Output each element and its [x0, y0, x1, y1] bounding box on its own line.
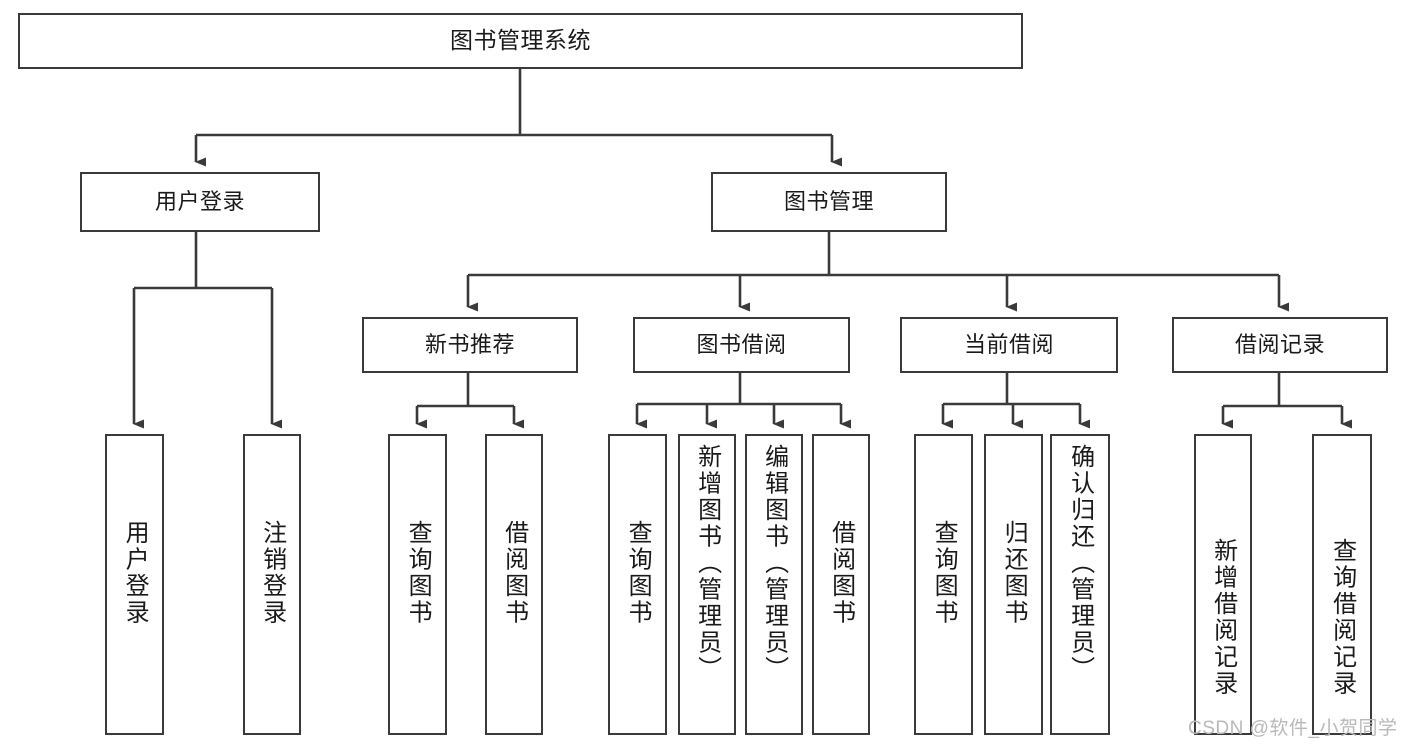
- node-leaf-confirm-return[interactable]: 确认归还（管理员）: [1050, 434, 1110, 735]
- node-current-borrow-label: 当前借阅: [963, 332, 1054, 358]
- node-leaf-user-login-label: 用户登录: [121, 520, 149, 626]
- node-new-book-rec[interactable]: 新书推荐: [362, 317, 578, 373]
- node-leaf-confirm-return-label: 确认归还（管理员）: [1066, 444, 1094, 683]
- node-book-manage-label: 图书管理: [783, 189, 874, 215]
- node-book-manage[interactable]: 图书管理: [711, 172, 947, 232]
- node-leaf-logout-label: 注销登录: [258, 520, 286, 626]
- node-leaf-borrow-book-2[interactable]: 借阅图书: [812, 434, 870, 735]
- node-leaf-query-record[interactable]: 查询借阅记录: [1312, 434, 1372, 735]
- node-leaf-borrow-book-2-label: 借阅图书: [827, 520, 855, 626]
- node-leaf-query-book-3[interactable]: 查询图书: [914, 434, 973, 735]
- node-leaf-query-record-label: 查询借阅记录: [1328, 538, 1356, 697]
- node-book-borrow[interactable]: 图书借阅: [633, 317, 850, 373]
- node-user-login-label: 用户登录: [154, 189, 245, 215]
- node-leaf-add-book-admin[interactable]: 新增图书（管理员）: [678, 434, 736, 735]
- node-leaf-borrow-book-1-label: 借阅图书: [500, 520, 528, 626]
- node-leaf-query-book-2-label: 查询图书: [624, 520, 652, 626]
- node-leaf-add-record-label: 新增借阅记录: [1209, 538, 1237, 697]
- node-leaf-query-book-1-label: 查询图书: [404, 520, 432, 626]
- node-leaf-add-record[interactable]: 新增借阅记录: [1194, 434, 1252, 735]
- node-leaf-query-book-3-label: 查询图书: [930, 520, 958, 626]
- node-leaf-edit-book-admin[interactable]: 编辑图书（管理员）: [745, 434, 803, 735]
- node-leaf-edit-book-admin-label: 编辑图书（管理员）: [760, 444, 788, 683]
- node-leaf-return-book-label: 归还图书: [1000, 520, 1028, 626]
- csdn-watermark: CSDN @软件_小贺同学: [1188, 718, 1398, 739]
- node-leaf-add-book-admin-label: 新增图书（管理员）: [693, 444, 721, 683]
- node-borrow-record[interactable]: 借阅记录: [1172, 317, 1388, 373]
- node-leaf-borrow-book-1[interactable]: 借阅图书: [485, 434, 543, 735]
- node-leaf-query-book-1[interactable]: 查询图书: [388, 434, 447, 735]
- node-borrow-record-label: 借阅记录: [1234, 332, 1325, 358]
- node-new-book-rec-label: 新书推荐: [424, 332, 515, 358]
- node-leaf-query-book-2[interactable]: 查询图书: [608, 434, 667, 735]
- node-user-login[interactable]: 用户登录: [80, 172, 320, 232]
- node-leaf-logout[interactable]: 注销登录: [243, 434, 301, 735]
- node-root[interactable]: 图书管理系统: [18, 13, 1023, 69]
- node-leaf-user-login[interactable]: 用户登录: [105, 434, 164, 735]
- node-book-borrow-label: 图书借阅: [696, 332, 787, 358]
- node-root-label: 图书管理系统: [450, 27, 591, 54]
- node-leaf-return-book[interactable]: 归还图书: [984, 434, 1043, 735]
- node-current-borrow[interactable]: 当前借阅: [900, 317, 1118, 373]
